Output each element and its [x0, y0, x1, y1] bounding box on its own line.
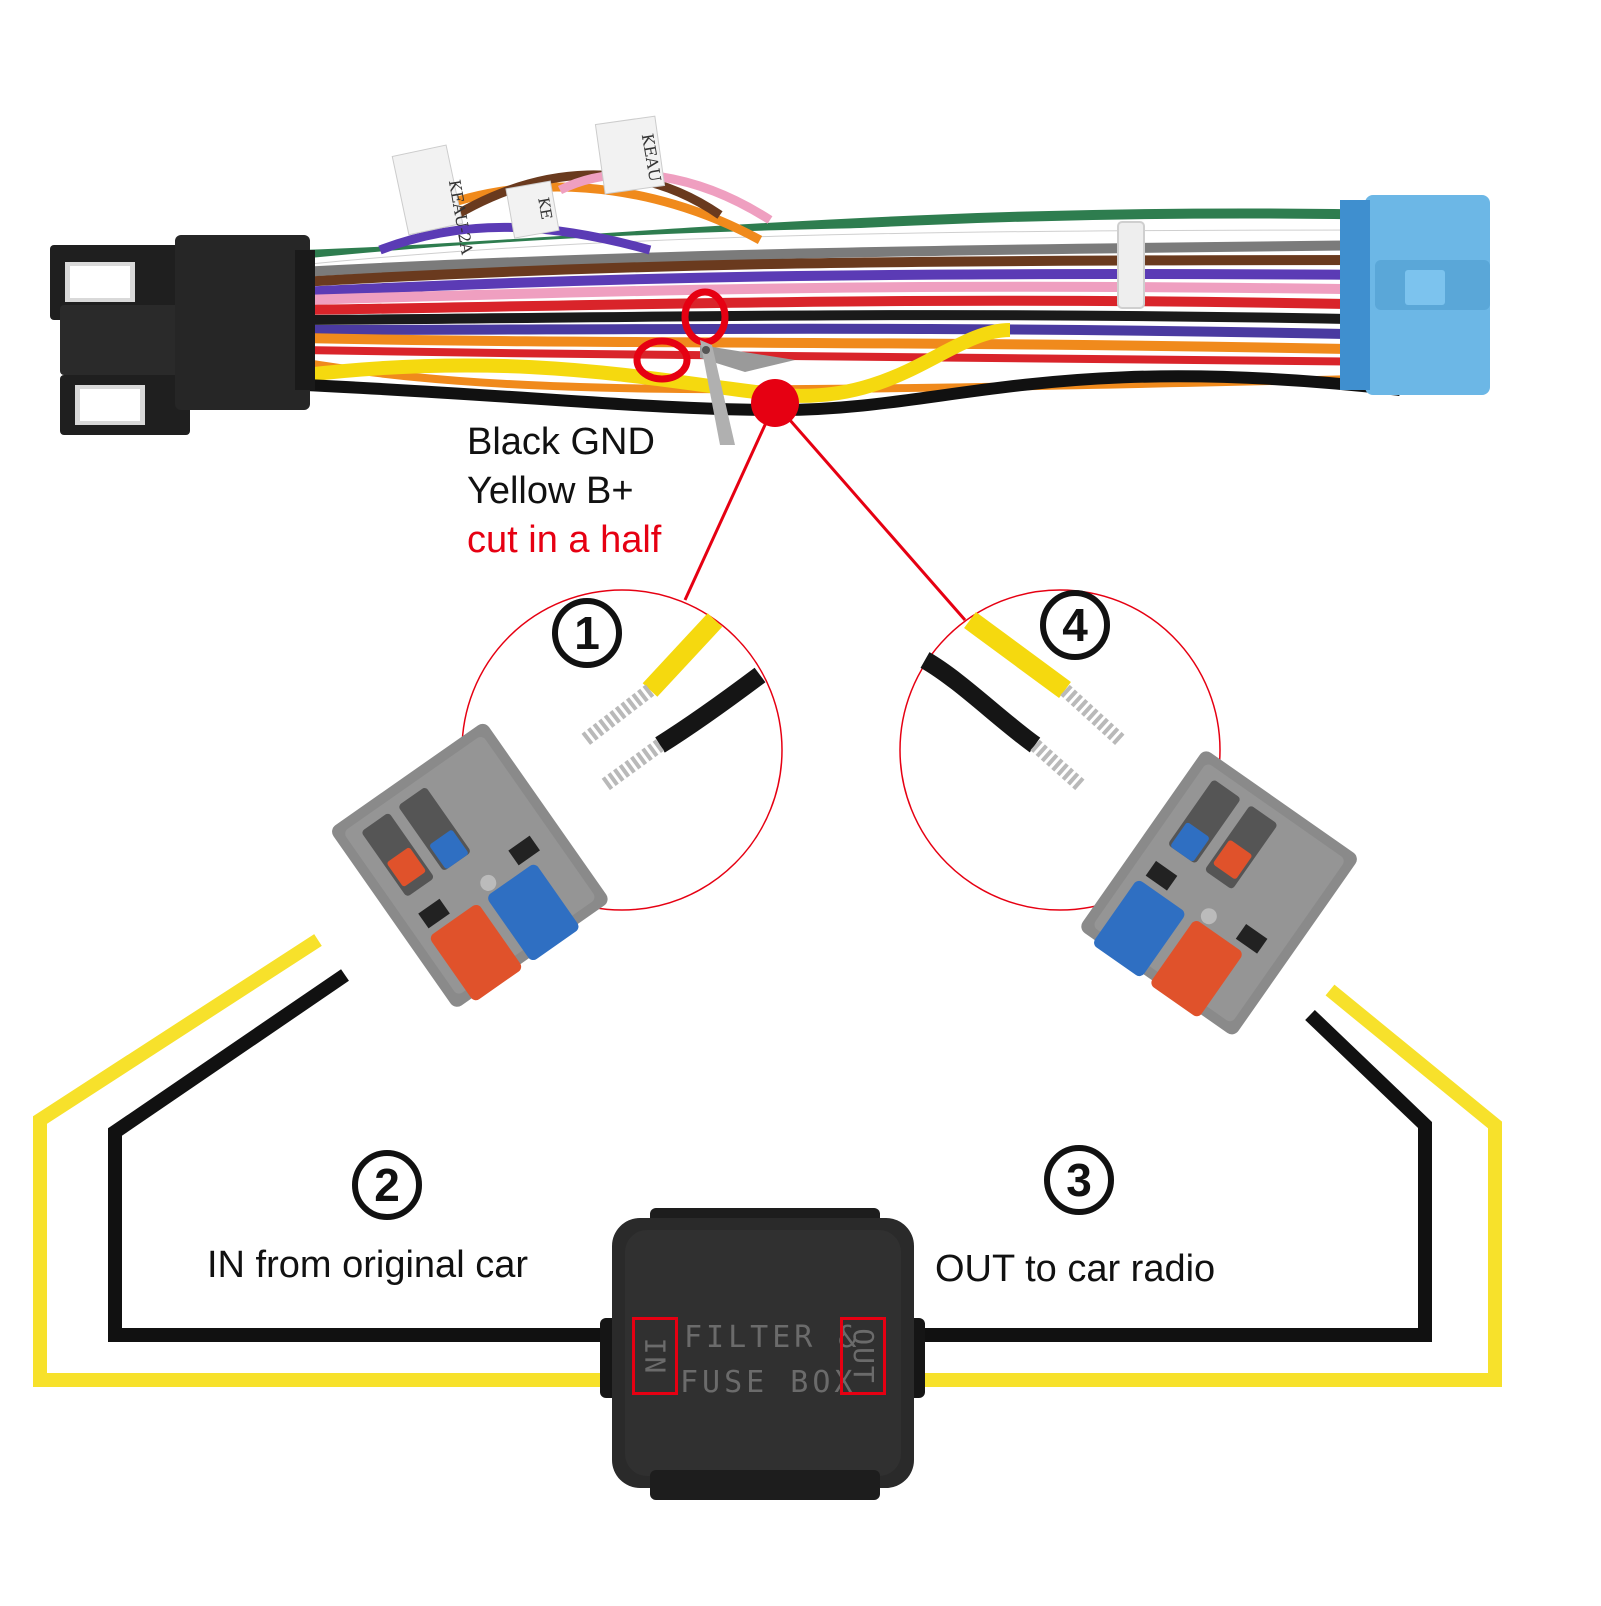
- step-2-badge: 2: [352, 1150, 422, 1220]
- filter-fuse-box: [600, 1208, 925, 1500]
- detail-circle-right: [899, 589, 1221, 911]
- scissors-icon: [633, 288, 795, 445]
- caption-in: IN from original car: [207, 1244, 528, 1286]
- cut-point-icon: [751, 379, 799, 427]
- out-port-label: OUT: [846, 1327, 880, 1385]
- right-detail-wires: [920, 611, 1125, 791]
- out-port-marker: OUT: [840, 1317, 886, 1395]
- filter-box-label-line2: FUSE BOX: [680, 1365, 857, 1400]
- wire-harness: KEAU-2A KEAU KE: [299, 115, 1401, 417]
- left-lever-connector: [332, 723, 608, 1007]
- cut-note-yellow: Yellow B+: [467, 470, 634, 512]
- step-4-number: 4: [1062, 599, 1088, 651]
- step-3-number: 3: [1066, 1154, 1092, 1206]
- caption-out: OUT to car radio: [935, 1248, 1216, 1290]
- cut-note-instruction: cut in a half: [467, 519, 662, 561]
- in-port-label: IN: [638, 1337, 672, 1375]
- pointer-line-left: [683, 402, 777, 601]
- left-detail-wires: [580, 613, 766, 791]
- black-connector: [50, 235, 315, 435]
- right-lever-connector: [1081, 751, 1357, 1035]
- wire-tag-3: KE: [534, 196, 556, 221]
- step-4-badge: 4: [1040, 590, 1110, 660]
- in-port-marker: IN: [632, 1317, 678, 1395]
- cut-note-black: Black GND: [467, 421, 655, 463]
- step-2-number: 2: [374, 1159, 400, 1211]
- filter-box-label-line1: FILTER &: [684, 1320, 861, 1355]
- blue-connector: [1340, 195, 1490, 395]
- step-3-badge: 3: [1044, 1145, 1114, 1215]
- step-1-badge: 1: [552, 598, 622, 668]
- pointer-line-right: [773, 402, 967, 621]
- step-1-number: 1: [574, 607, 600, 659]
